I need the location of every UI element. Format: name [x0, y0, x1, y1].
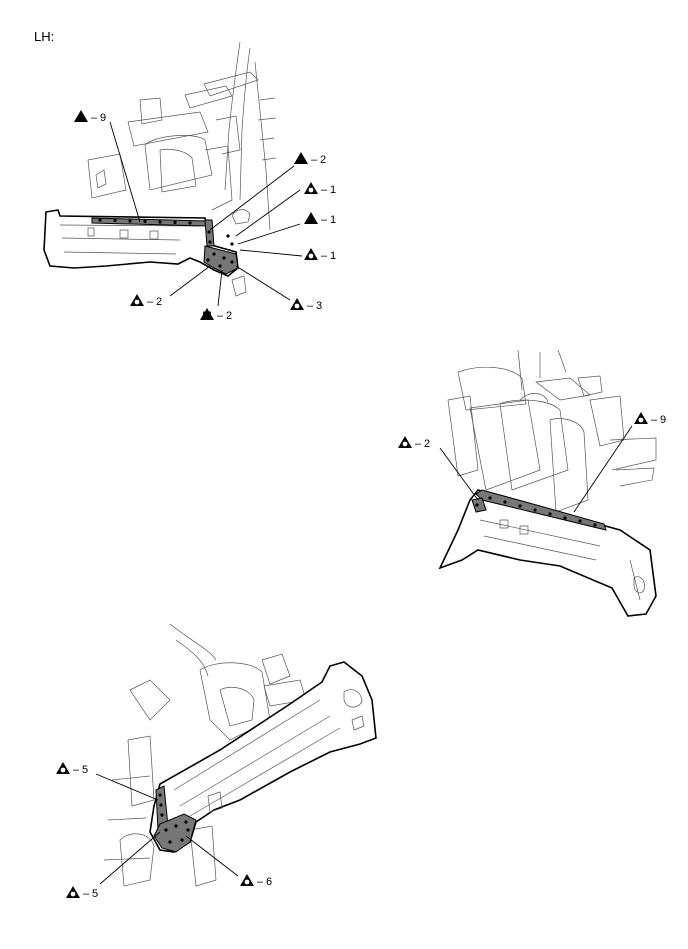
callout-value: 5 — [82, 764, 88, 776]
view-2-weld-band-front — [471, 497, 487, 513]
callout-m-2: M – 2 — [200, 308, 232, 322]
view-1-side-member — [43, 209, 239, 277]
view-3-leader-lines — [95, 773, 239, 885]
svg-text:–: – — [217, 310, 224, 322]
callout-symbol: I — [299, 154, 302, 166]
callout-o-6: – 6 — [240, 874, 272, 888]
svg-text:–: – — [321, 250, 328, 262]
callout-value: 9 — [660, 414, 666, 426]
view-3-side-member — [149, 661, 377, 853]
view-2-background-structure — [447, 349, 657, 513]
callout-o-3: – 3 — [290, 298, 322, 312]
svg-text:–: – — [257, 876, 264, 888]
callout-labels: I – 9 I – 2 – 1 I – 1 – 1 — [56, 110, 666, 900]
callout-o-2-view2: – 2 — [398, 436, 430, 450]
callout-value: 3 — [316, 300, 322, 312]
callout-symbol: I — [79, 112, 82, 124]
view-1-weld-spots — [98, 218, 234, 268]
callout-o-9-view2: – 9 — [634, 412, 666, 426]
callout-value: 1 — [330, 184, 336, 196]
callout-o-5-upper: – 5 — [56, 762, 88, 776]
view-2-weld-band-flange — [475, 489, 607, 531]
svg-text:–: – — [311, 154, 318, 166]
callout-o-1b: – 1 — [304, 248, 336, 262]
view-1-leader-lines — [109, 121, 303, 307]
view-1-background-structure — [87, 41, 277, 297]
callout-value: 2 — [320, 154, 326, 166]
callout-o-1: – 1 — [304, 182, 336, 196]
view-3-side-member-underside — [103, 623, 377, 887]
svg-text:–: – — [651, 414, 658, 426]
callout-symbol: M — [202, 310, 211, 322]
view-2-side-member-rear — [438, 349, 657, 617]
view-1-front-side-member — [43, 41, 277, 297]
callout-i-2: I – 2 — [294, 152, 326, 166]
view-1-weld-band-lower — [203, 245, 239, 275]
callout-value: 2 — [156, 296, 162, 308]
callout-value: 2 — [424, 438, 430, 450]
svg-text:–: – — [321, 214, 328, 226]
svg-text:–: – — [321, 184, 328, 196]
callout-symbol: I — [309, 214, 312, 226]
svg-text:–: – — [91, 112, 98, 124]
callout-value: 6 — [266, 876, 272, 888]
callout-value: 1 — [330, 250, 336, 262]
callout-value: 9 — [100, 112, 106, 124]
callout-value: 5 — [92, 888, 98, 900]
svg-text:–: – — [147, 296, 154, 308]
svg-text:–: – — [73, 764, 80, 776]
callout-i-9: I – 9 — [74, 110, 106, 124]
view-3-weld-spots — [158, 793, 190, 844]
callout-value: 1 — [330, 214, 336, 226]
page-title: LH: — [34, 29, 54, 44]
view-3-background-structure — [103, 623, 307, 887]
view-2-weld-spots — [475, 496, 597, 527]
callout-o-5-lower: – 5 — [66, 886, 98, 900]
svg-text:–: – — [83, 888, 90, 900]
callout-value: 2 — [226, 310, 232, 322]
callout-i-1: I – 1 — [304, 212, 336, 226]
svg-text:–: – — [307, 300, 314, 312]
view-2-leader-lines — [439, 425, 633, 513]
svg-text:–: – — [415, 438, 422, 450]
callout-o-2: – 2 — [130, 294, 162, 308]
